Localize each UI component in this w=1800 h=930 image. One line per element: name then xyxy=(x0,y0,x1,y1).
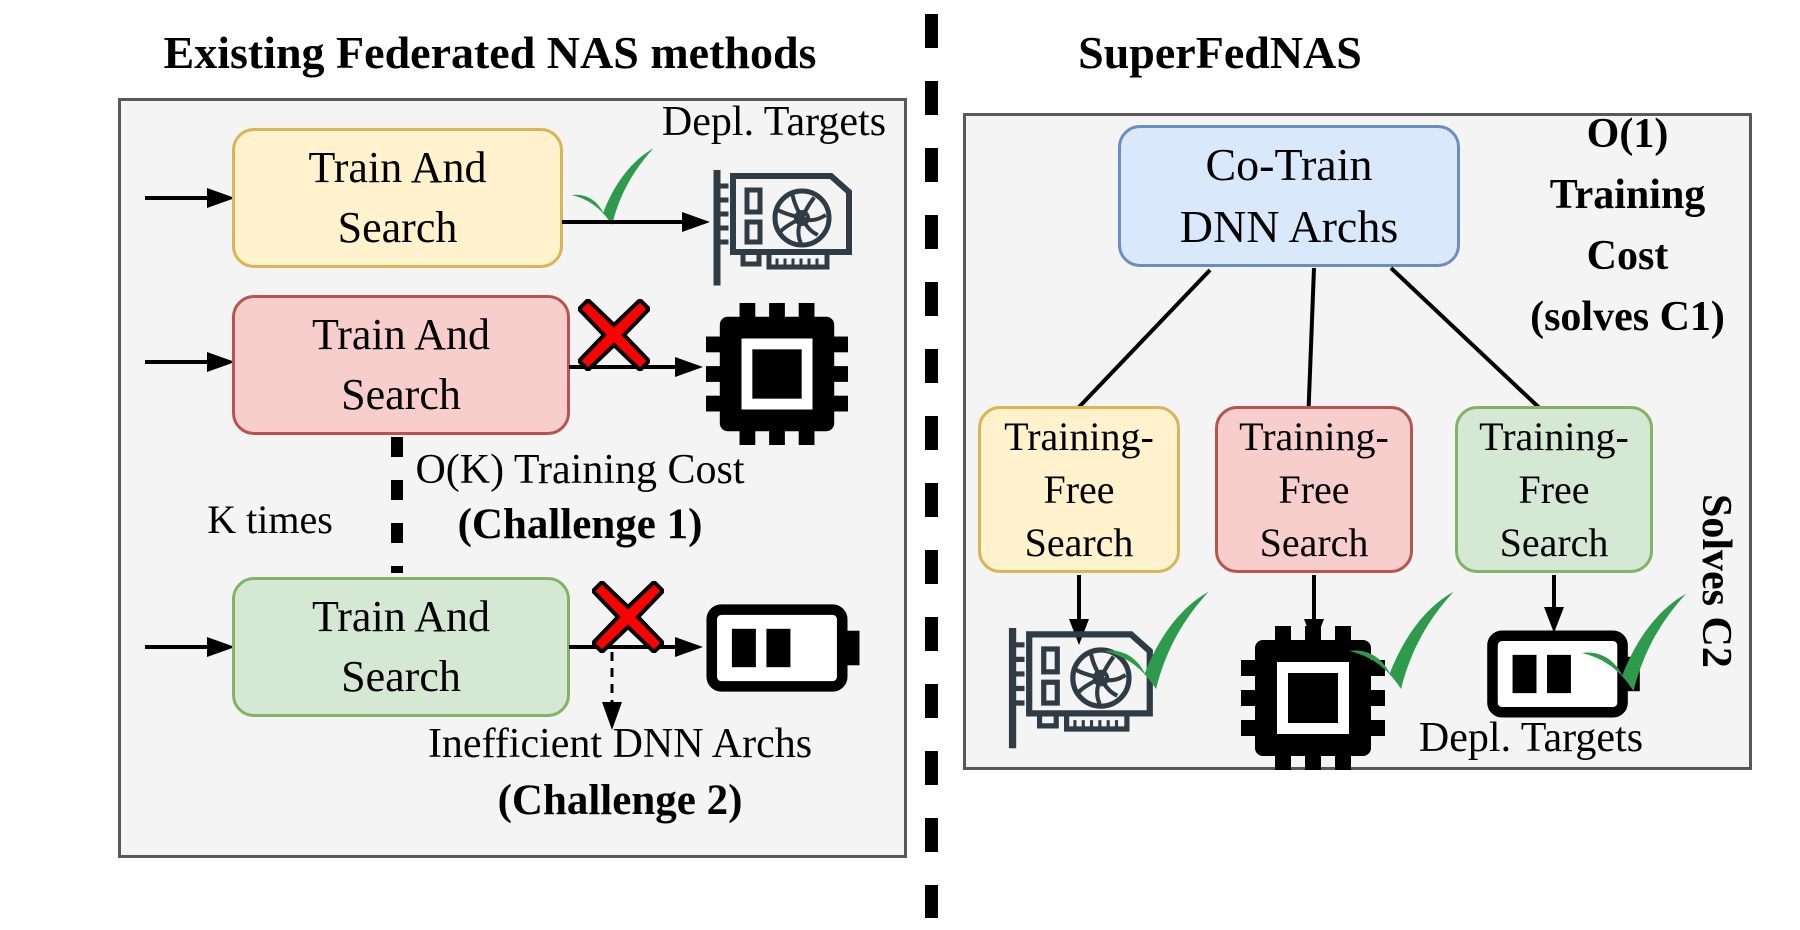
tfs-label-line3: Search xyxy=(1024,520,1134,565)
o1-line3: Cost xyxy=(1586,233,1669,279)
tfs-label-line3: Search xyxy=(1499,520,1609,565)
o1-training-cost-label: O(1) Training Cost (solves C1) xyxy=(1505,104,1750,348)
checkmark-icon xyxy=(1349,591,1454,690)
train-search-box-green: Train And Search xyxy=(232,577,570,717)
o1-line1: O(1) xyxy=(1586,111,1669,157)
checkmark-icon xyxy=(1104,591,1209,690)
tfs-box-green: Training- Free Search xyxy=(1455,406,1653,573)
tfs-box-red: Training- Free Search xyxy=(1215,406,1413,573)
o1-line4: (solves C1) xyxy=(1530,294,1725,340)
inefficient-archs-label: Inefficient DNN Archs xyxy=(427,721,813,767)
cotrain-box: Co-Train DNN Archs xyxy=(1118,125,1460,267)
challenge2-label: (Challenge 2) xyxy=(497,777,743,824)
train-search-box-yellow: Train And Search xyxy=(232,128,563,268)
train-search-label-line2: Search xyxy=(341,370,461,419)
right-depl-targets-label: Depl. Targets xyxy=(1418,715,1644,761)
red-cross-icon xyxy=(592,581,664,653)
chip-icon xyxy=(706,303,848,445)
left-depl-targets-label: Depl. Targets xyxy=(661,99,887,145)
ok-training-cost-label: O(K) Training Cost xyxy=(415,447,745,493)
tfs-label-line2: Free xyxy=(1278,467,1350,512)
arrow-tfs3-to-battery xyxy=(1544,575,1564,633)
arrow-row1-to-gpu xyxy=(562,212,710,232)
tfs-label-line3: Search xyxy=(1259,520,1369,565)
cotrain-label-line1: Co-Train xyxy=(1205,139,1373,190)
train-search-label-line1: Train And xyxy=(311,592,491,641)
arrow-input-row2 xyxy=(145,352,235,372)
challenge1-label: (Challenge 1) xyxy=(457,501,703,548)
checkmark-icon xyxy=(1581,593,1687,692)
train-search-label-line2: Search xyxy=(341,652,461,701)
tfs-label-line2: Free xyxy=(1518,467,1590,512)
gpu-card-icon xyxy=(703,170,855,287)
cotrain-label-line2: DNN Archs xyxy=(1179,201,1399,252)
arrow-input-row3 xyxy=(145,637,235,657)
train-search-label-line2: Search xyxy=(337,203,458,252)
tfs-label-line1: Training- xyxy=(1239,414,1389,459)
red-cross-icon xyxy=(578,299,650,371)
dotted-repeat-line xyxy=(391,437,403,573)
train-search-label-line1: Train And xyxy=(308,143,487,192)
tfs-label-line1: Training- xyxy=(1479,414,1629,459)
dashed-arrow-to-inefficient xyxy=(602,652,622,730)
o1-line2: Training xyxy=(1549,172,1706,218)
dashed-divider xyxy=(925,14,938,918)
right-section-title: SuperFedNAS xyxy=(1078,27,1362,78)
tfs-label-line1: Training- xyxy=(1004,414,1154,459)
tfs-label-line2: Free xyxy=(1043,467,1115,512)
arrow-input-row1 xyxy=(145,188,235,208)
train-search-box-red: Train And Search xyxy=(232,295,570,435)
k-times-label: K times xyxy=(207,497,333,542)
train-search-label-line1: Train And xyxy=(311,310,491,359)
tfs-box-yellow: Training- Free Search xyxy=(978,406,1180,573)
solves-c2-label: Solves C2 xyxy=(1693,494,1739,668)
battery-icon xyxy=(706,600,871,696)
left-section-title: Existing Federated NAS methods xyxy=(163,27,817,78)
